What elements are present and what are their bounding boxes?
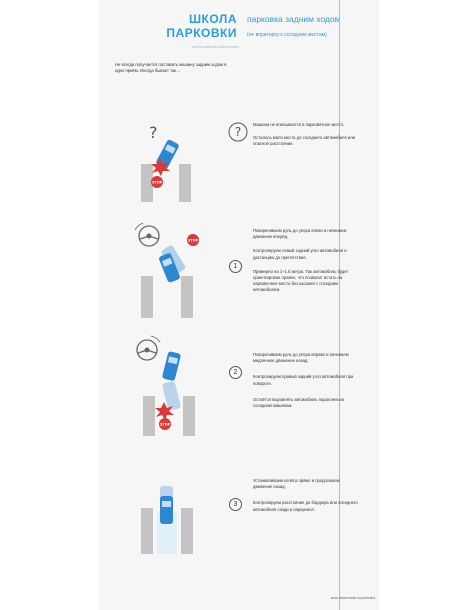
brand-line-2: ПАРКОВКИ	[166, 26, 237, 40]
parking-slot-left	[143, 396, 155, 436]
step-3-paragraph-2: Контролируем расстояние до бордюра или с…	[253, 500, 358, 512]
illustration-warning: ? STOP	[141, 123, 191, 202]
parking-slot-right	[181, 508, 193, 554]
illustration-step-2: STOP	[136, 335, 195, 436]
impact-burst-icon	[155, 402, 174, 420]
question-mark-icon: ?	[149, 123, 158, 142]
car-icon	[160, 496, 173, 524]
parking-slot-right	[181, 276, 193, 318]
step-3-paragraph-1: Устанавливаем колёса прямо и продолжаем …	[253, 478, 340, 490]
brand-line-1: ШКОЛА	[188, 12, 237, 26]
step-1-paragraph-1: Поворачиваем руль до упора влево и начин…	[253, 228, 347, 240]
stop-sign-label: STOP	[152, 181, 163, 185]
parking-slot-left	[141, 164, 153, 202]
question-circle-icon: ?	[228, 122, 248, 142]
illustration-step-3	[141, 486, 193, 554]
stop-sign-label: STOP	[160, 423, 171, 427]
intro-text: Не всегда получается поставить машину за…	[115, 62, 227, 74]
warning-text: Машина не вписывается в парковочное мест…	[253, 122, 358, 148]
steering-wheel-icon	[136, 335, 161, 361]
stop-sign-label: STOP	[188, 239, 199, 243]
page-subtitle: (не впритирку к соседним местам)	[247, 32, 327, 38]
warning-line-1: Машина не вписывается в парковочное мест…	[253, 122, 345, 127]
parking-slot-right	[179, 164, 191, 202]
illustration-step-1: STOP	[134, 222, 199, 318]
steering-wheel-icon	[134, 222, 160, 247]
parking-infographic: ШКОЛА ПАРКОВКИ www.avtoshkola.ru/drivema…	[99, 0, 379, 610]
step-2-text: Поворачиваем руль до упора вправо и начи…	[253, 352, 358, 409]
step-2-paragraph-1: Поворачиваем руль до упора вправо и начи…	[253, 352, 349, 364]
center-divider	[339, 0, 340, 610]
step-1-text: Поворачиваем руль до упора влево и начин…	[253, 228, 358, 294]
brand-site: www.avtoshkola.ru/drivemaster	[192, 45, 239, 49]
warning-line-2: Осталось мало места до соседнего автомоб…	[253, 135, 356, 147]
brand-title: ШКОЛА ПАРКОВКИ	[157, 12, 237, 40]
stop-sign-icon	[159, 418, 171, 430]
step-3-text: Устанавливаем колёса прямо и продолжаем …	[253, 478, 358, 513]
step-number-3: 3	[229, 498, 242, 511]
step-number-1: 1	[229, 260, 242, 273]
parking-slot-left	[141, 508, 153, 554]
step-2-paragraph-3: Остаётся выровнять автомобиль параллельн…	[253, 396, 345, 409]
step-number-2: 2	[229, 366, 242, 379]
impact-burst-icon	[151, 158, 170, 176]
step-2-paragraph-2: Контролируем правый задний угол автомоби…	[253, 374, 354, 386]
parking-slot-left	[141, 276, 153, 318]
step-1-paragraph-3: Примерно на 1–1,5 метра. Так автомобиль …	[253, 268, 349, 293]
svg-text:?: ?	[235, 125, 241, 139]
parking-slot-right	[183, 396, 195, 436]
footer-link[interactable]: www.drivemaster.ru/parkovka	[330, 596, 375, 600]
stop-sign-icon	[187, 234, 199, 246]
step-1-paragraph-2: Контролируем левый задний угол автомобил…	[253, 248, 347, 260]
page-title: парковка задним ходом	[247, 14, 341, 24]
stop-sign-icon	[151, 176, 163, 188]
car-icon	[162, 351, 181, 381]
